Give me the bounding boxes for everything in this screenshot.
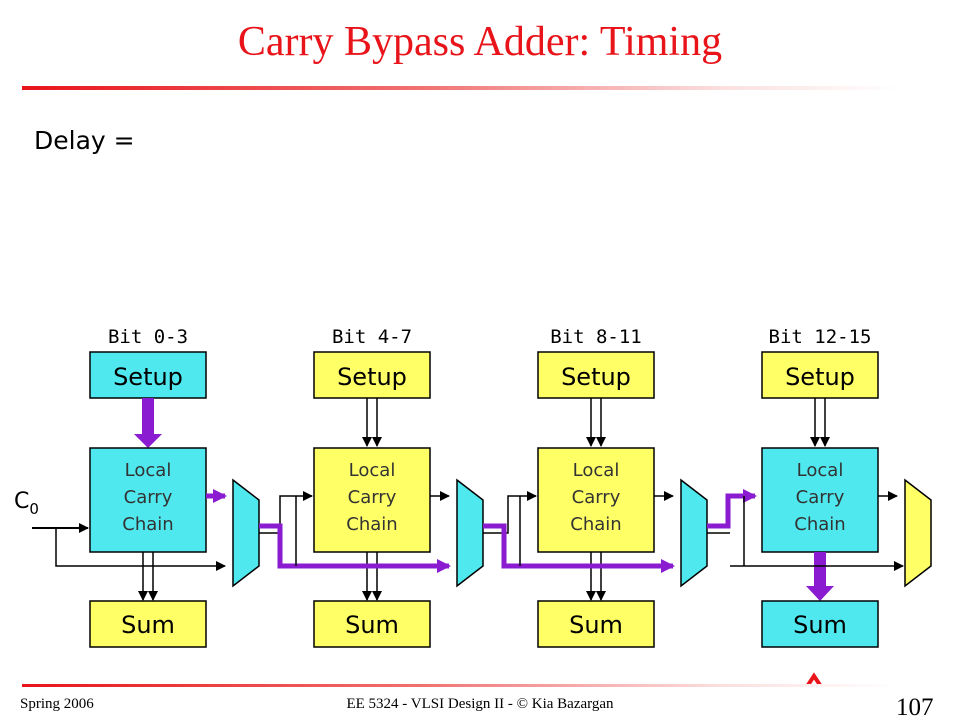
- sum-block-2: [537, 600, 655, 648]
- critical-path-arrow-0: [134, 434, 162, 448]
- chain-line-2-2: Chain: [570, 514, 621, 535]
- sum-block-1: [313, 600, 431, 648]
- stage-2: Bit 8-11 Setup Local Carry Chain Sum: [537, 326, 708, 648]
- chain-line-3-0: Local: [797, 460, 844, 481]
- setup-label-0: Setup: [113, 363, 183, 391]
- chain-line-1-2: Chain: [346, 514, 397, 535]
- bit-label-2: Bit 8-11: [550, 326, 642, 348]
- sum-label-3: Sum: [793, 611, 847, 639]
- sum-label-0: Sum: [121, 611, 175, 639]
- bypass-feeds: [295, 496, 745, 566]
- chain-line-0-1: Carry: [124, 487, 173, 508]
- bit-label-1: Bit 4-7: [332, 326, 412, 348]
- bypass-mux-3: [904, 478, 932, 588]
- setup-label-2: Setup: [561, 363, 631, 391]
- stage-0: Bit 0-3 Setup Local Carry Chain Sum: [89, 326, 260, 648]
- setup-label-3: Setup: [785, 363, 855, 391]
- critical-path-arrow-3: [806, 586, 834, 601]
- bypass-mux-2: [680, 478, 708, 588]
- carry-connections: [259, 491, 904, 571]
- chain-line-0-0: Local: [125, 460, 172, 481]
- sum-block-3: [761, 600, 879, 648]
- chain-line-1-0: Local: [349, 460, 396, 481]
- bit-label-3: Bit 12-15: [769, 326, 872, 348]
- carry-in-label: C0: [14, 489, 39, 518]
- stage-1: Bit 4-7 Setup Local Carry Chain Sum: [313, 326, 484, 648]
- title-divider: [22, 86, 902, 90]
- setup-block-0: [89, 351, 207, 399]
- chain-line-2-0: Local: [573, 460, 620, 481]
- chain-line-0-2: Chain: [122, 514, 173, 535]
- setup-block-2: [537, 351, 655, 399]
- setup-block-1: [313, 351, 431, 399]
- bypass-mux-1: [456, 478, 484, 588]
- footer-divider: [22, 684, 902, 687]
- sum-block-0: [89, 600, 207, 648]
- red-caret-icon: [806, 672, 822, 687]
- local-carry-chain-2: [537, 447, 655, 553]
- local-carry-chain-0: [89, 447, 207, 553]
- local-carry-chain-1: [313, 447, 431, 553]
- bit-label-0: Bit 0-3: [108, 326, 188, 348]
- critical-bypass-path: [259, 489, 757, 573]
- slide-title: Carry Bypass Adder: Timing: [237, 19, 723, 65]
- chain-line-3-2: Chain: [794, 514, 845, 535]
- chain-line-3-1: Carry: [796, 487, 845, 508]
- setup-label-1: Setup: [337, 363, 407, 391]
- delay-label: Delay =: [34, 126, 135, 155]
- sum-label-2: Sum: [569, 611, 623, 639]
- chain-line-1-1: Carry: [348, 487, 397, 508]
- setup-block-3: [761, 351, 879, 399]
- sum-label-1: Sum: [345, 611, 399, 639]
- footer-course: EE 5324 - VLSI Design II - © Kia Bazarga…: [346, 696, 614, 712]
- local-carry-chain-3: [761, 447, 879, 553]
- footer-date: Spring 2006: [20, 696, 94, 712]
- stage-3: Bit 12-15 Setup Local Carry Chain Sum: [761, 326, 932, 648]
- chain-line-2-1: Carry: [572, 487, 621, 508]
- page-number: 107: [896, 694, 934, 721]
- bypass-mux-0: [232, 478, 260, 588]
